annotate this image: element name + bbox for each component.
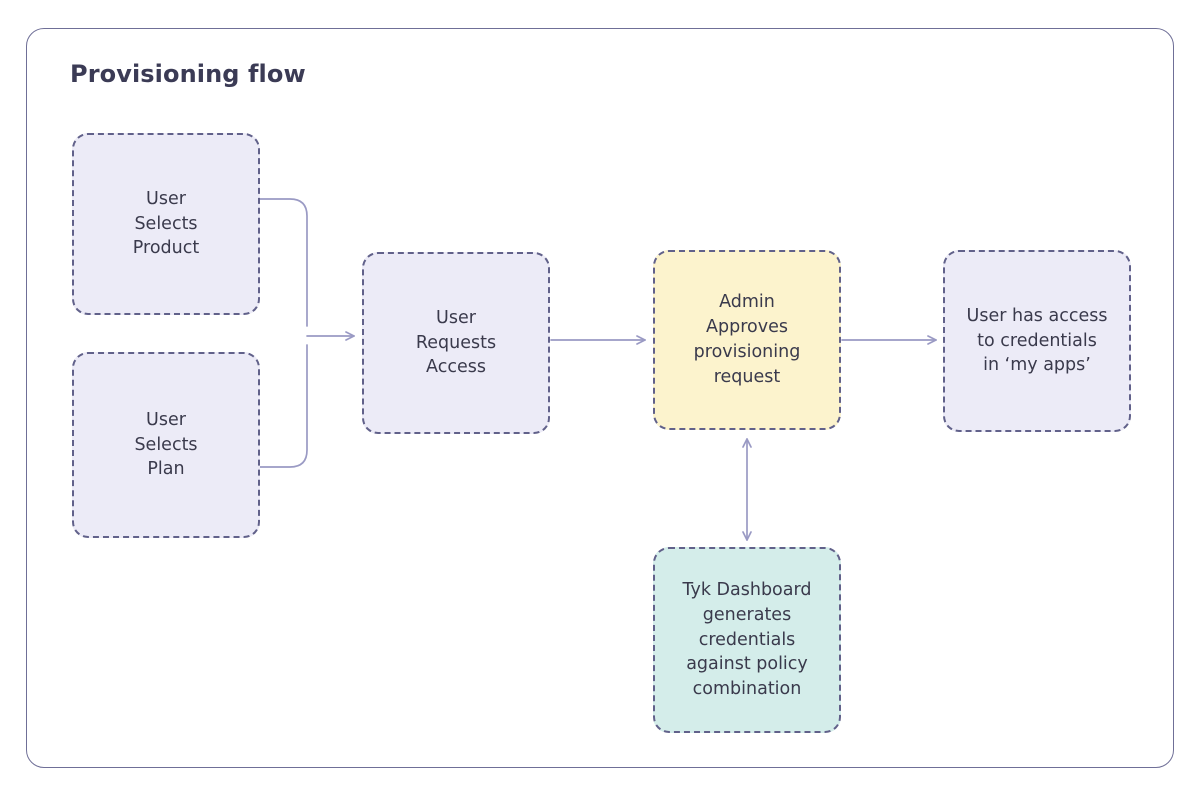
page-title: Provisioning flow (70, 60, 306, 88)
node-label: User Selects Product (132, 188, 200, 259)
node-label: User Requests Access (415, 307, 497, 378)
node-user-requests-access[interactable]: User Requests Access (362, 252, 550, 434)
node-admin-approves-provisioning-request[interactable]: Admin Approves provisioning request (653, 250, 841, 430)
node-user-selects-product[interactable]: User Selects Product (72, 133, 260, 315)
node-label: User Selects Plan (134, 409, 198, 480)
node-label: Tyk Dashboard generates credentials agai… (682, 579, 812, 700)
node-label: Admin Approves provisioning request (693, 292, 801, 387)
connector-plan-to-requests-access (259, 344, 308, 468)
node-tyk-dashboard-generates-credentials[interactable]: Tyk Dashboard generates credentials agai… (653, 547, 841, 733)
node-user-has-access-to-credentials[interactable]: User has access to credentials in ‘my ap… (943, 250, 1131, 432)
node-user-selects-plan[interactable]: User Selects Plan (72, 352, 260, 538)
connector-product-to-requests-access (259, 198, 308, 327)
node-label: User has access to credentials in ‘my ap… (966, 305, 1108, 376)
